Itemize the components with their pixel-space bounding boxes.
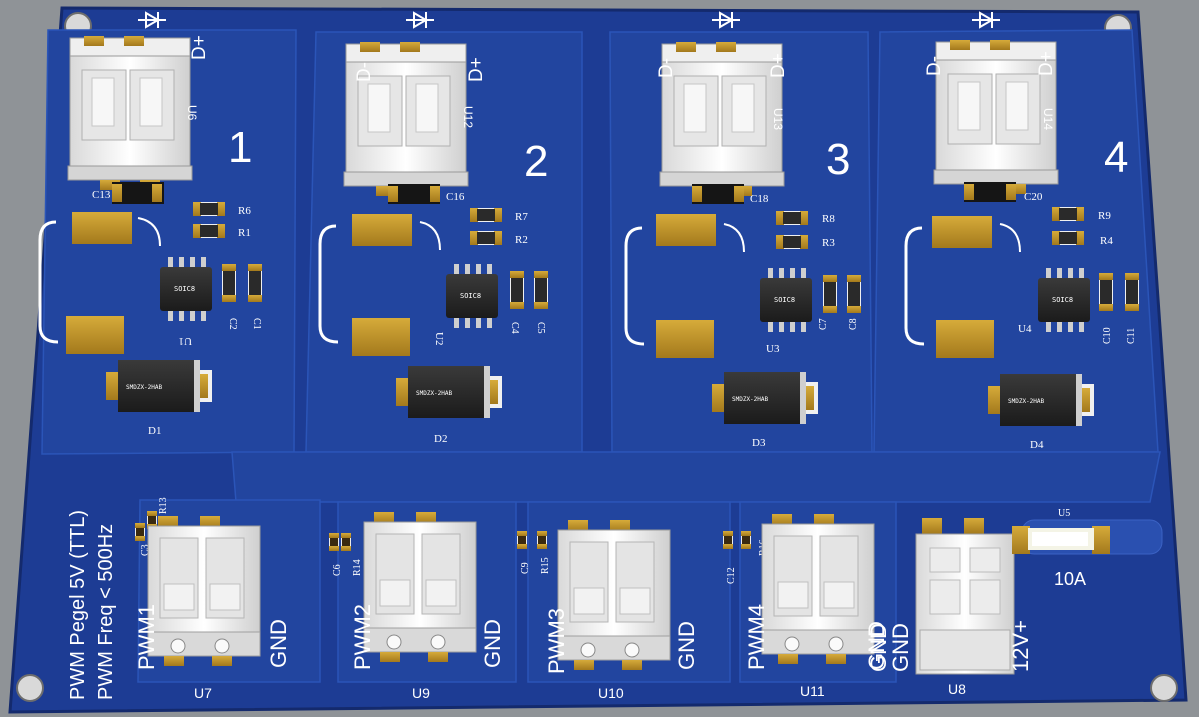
channel-3-cap-top: C18 (750, 193, 769, 205)
channel-2-c-a: C4 (509, 322, 520, 334)
pwm-input-1: C3 R13 PWM1 GND U7 (134, 497, 291, 701)
channel-4-ic-label: SOIC8 (1052, 296, 1073, 304)
channel-4-c-b: C11 (1126, 328, 1137, 344)
channel-2-number: 2 (524, 137, 548, 186)
channel-1: D+ U6 1 C13 R6 R1 SOIC8 U1 C2 C1 SMDZX-2… (38, 11, 262, 437)
channel-1-terminal (67, 35, 193, 191)
channel-3-number: 3 (826, 135, 850, 184)
pwm-input-4-cap: C12 (726, 567, 737, 584)
pwm-input-2-cap: C6 (332, 564, 343, 576)
channel-1-c-a: C2 (227, 318, 238, 330)
channel-4-diode-mark: SMDZX-2HAB (1008, 398, 1045, 405)
note-pwm-level: PWM Pegel 5V (TTL) (67, 510, 89, 700)
pwm-input-2: C6 R14 PWM2 GND U9 (329, 511, 505, 701)
pwm-input-2-res: R14 (352, 559, 363, 576)
channel-4-dminus: D- (924, 56, 945, 76)
channel-4-reg-ref: U14 (1041, 108, 1055, 130)
channel-3-ic-ref: U3 (766, 343, 780, 355)
pwm-input-2-ref: U9 (412, 685, 430, 701)
fuse: U5 10A (1012, 508, 1163, 589)
channel-3-c-a: C7 (818, 318, 829, 330)
power-gnd-1: GND (888, 623, 913, 672)
pwm-input-1-res: R13 (158, 497, 169, 514)
channel-4-diode-ref: D4 (1030, 439, 1044, 451)
channel-3-r-a: R8 (822, 213, 835, 225)
pwm-input-1-ref: U7 (194, 685, 212, 701)
pwm-input-4-label: PWM4 (744, 604, 769, 670)
channel-3-r-b: R3 (822, 237, 835, 249)
channel-3-diode-ref: D3 (752, 437, 766, 449)
channel-4: D- D+ U14 4 C20 R9 R4 SOIC8 U4 C10 C11 S… (904, 11, 1139, 451)
fuse-rating: 10A (1054, 569, 1086, 589)
channel-4-r-b: R4 (1100, 235, 1113, 247)
pwm-input-1-gnd: GND (266, 619, 291, 668)
pwm-input-2-label: PWM2 (350, 604, 375, 670)
channel-1-c-b: C1 (251, 318, 262, 330)
pwm-input-3: C9 R15 PWM3 GND U10 (517, 519, 699, 701)
channel-2-c-b: C5 (535, 322, 546, 334)
channel-4-ic-ref: U4 (1018, 323, 1032, 335)
channel-1-ic-ref: U1 (179, 335, 192, 347)
channel-3-dplus: D+ (768, 53, 789, 78)
channel-4-r-a: R9 (1098, 210, 1111, 222)
channel-2-dminus: D- (354, 62, 375, 82)
channel-2: D- D+ U12 2 C16 R7 R2 SOIC8 U2 C4 C5 SMD… (318, 11, 548, 445)
power-input: GND 12V+ U8 (888, 518, 1033, 697)
channel-4-cap-top: C20 (1024, 191, 1043, 203)
channel-1-r-a: R6 (238, 205, 251, 217)
channel-4-number: 4 (1104, 133, 1128, 182)
channel-3-diode-mark: SMDZX-2HAB (732, 396, 769, 403)
channel-2-diode-ref: D2 (434, 433, 447, 445)
channel-2-ic-label: SOIC8 (460, 292, 481, 300)
channel-1-ic-label: SOIC8 (174, 285, 195, 293)
power-ref: U8 (948, 681, 966, 697)
power-gnd-2: GND (866, 623, 891, 672)
pwm-input-4-gnd: GND (864, 621, 889, 670)
channel-2-reg-ref: U12 (461, 106, 475, 128)
channel-1-cap-top: C13 (92, 189, 111, 201)
channel-2-diode-mark: SMDZX-2HAB (416, 390, 453, 397)
channel-2-r-a: R7 (515, 211, 528, 223)
channel-4-dplus: D+ (1036, 51, 1057, 76)
pwm-input-3-label: PWM3 (544, 608, 569, 674)
pwm-input-3-cap: C9 (520, 562, 531, 574)
channel-2-cap-top: C16 (446, 191, 465, 203)
channel-1-diode-mark: SMDZX-2HAB (126, 384, 163, 391)
power-12v: 12V+ (1008, 620, 1033, 672)
pwm-input-3-ref: U10 (598, 685, 624, 701)
channel-3: D- D+ U13 3 C18 R8 R3 SOIC8 U3 C7 C8 SMD… (624, 11, 861, 449)
channel-3-c-b: C8 (848, 318, 859, 330)
channel-4-c-a: C10 (1102, 327, 1113, 344)
pwm-input-2-gnd: GND (480, 619, 505, 668)
channel-2-dplus: D+ (466, 57, 487, 82)
pwm-input-3-res: R15 (540, 557, 551, 574)
pwm-input-1-cap: C3 (140, 544, 151, 556)
pwm-input-4: C12 R16 PWM4 GND U11 (723, 513, 889, 699)
fuse-ref: U5 (1058, 508, 1070, 519)
pwm-input-4-ref: U11 (800, 683, 825, 699)
pwm-input-3-gnd: GND (674, 621, 699, 670)
note-pwm-frequency: PWM Freq < 500Hz (95, 524, 117, 700)
channel-3-dminus: D- (656, 58, 677, 78)
pwm-input-1-label: PWM1 (134, 604, 159, 670)
channel-2-r-b: R2 (515, 234, 528, 246)
channel-1-r-b: R1 (238, 227, 251, 239)
channel-1-number: 1 (228, 123, 252, 172)
channel-1-dplus: D+ (189, 35, 210, 60)
channel-1-diode-ref: D1 (148, 425, 161, 437)
channel-1-reg-ref: U6 (185, 105, 199, 121)
channel-2-ic-ref: U2 (433, 332, 445, 345)
channel-3-reg-ref: U13 (771, 108, 785, 130)
channel-3-ic-label: SOIC8 (774, 296, 795, 304)
